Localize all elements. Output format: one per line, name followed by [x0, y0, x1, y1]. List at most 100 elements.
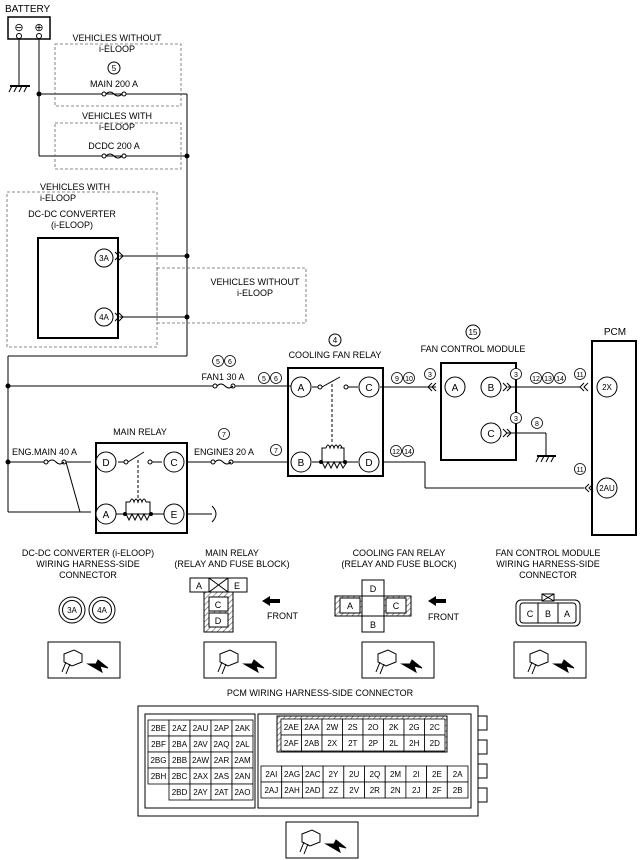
pcm-pin-cell: 2T — [342, 734, 364, 752]
conn-cooling-relay-title-1: COOLING FAN RELAY — [353, 548, 446, 558]
main-relay-box — [95, 442, 188, 534]
conn-fcm-pin-b: B — [545, 609, 551, 619]
pcm-pin-cell: 2H — [403, 734, 425, 752]
conn-main-relay-title-1: MAIN RELAY — [205, 548, 259, 558]
svg-text:2G: 2G — [409, 723, 420, 732]
svg-text:2K: 2K — [389, 723, 399, 732]
svg-text:2AF: 2AF — [284, 739, 299, 748]
group-with-1-line2: i-ELOOP — [99, 122, 135, 132]
svg-text:7: 7 — [222, 432, 226, 439]
conn-dcdc-title-2: WIRING HARNESS-SIDE — [36, 559, 140, 569]
conn-fcm-title-2: WIRING HARNESS-SIDE — [496, 559, 600, 569]
svg-text:2S: 2S — [348, 723, 358, 732]
circled-relay-d: 12 — [390, 445, 402, 457]
conn-dcdc-title-1: DC-DC CONVERTER (i-ELOOP) — [22, 548, 154, 558]
svg-text:2J: 2J — [412, 786, 420, 795]
circled-relay-d: 14 — [402, 445, 414, 457]
pcm-pin-cell: 2Q — [364, 765, 386, 783]
pcm-pin-cell: 2BA — [168, 735, 191, 753]
pcm-pin-cell: 2AF — [280, 734, 302, 752]
svg-text:3: 3 — [514, 372, 518, 379]
power-wires — [7, 39, 584, 515]
svg-text:2W: 2W — [326, 723, 338, 732]
main-relay-terminal-a: A — [103, 510, 110, 521]
svg-text:2AW: 2AW — [192, 756, 209, 765]
svg-text:2AS: 2AS — [214, 772, 229, 781]
svg-text:2AY: 2AY — [193, 788, 208, 797]
pcm-pin-cell: 2AK — [231, 719, 254, 737]
svg-text:2I: 2I — [413, 770, 420, 779]
pcm-pin-cell: 2AH — [281, 781, 303, 799]
pcm-pin-cell: 2AG — [281, 765, 303, 783]
pcm-pin-cell: 2AX — [189, 767, 212, 785]
conn-dcdc-pin-4a: 4A — [97, 606, 107, 615]
pcm-pin-cell: 2AS — [210, 767, 233, 785]
main-relay-terminal-d: D — [102, 458, 109, 469]
pcm-pin-cell: 2I — [405, 765, 427, 783]
pcm-pin-cell: 2AA — [301, 718, 323, 736]
fuse-dcdc-label: DCDC 200 A — [88, 141, 140, 151]
battery: BATTERY ⊖ ⊕ — [5, 4, 51, 40]
conn-fcm-title-3: CONNECTOR — [519, 570, 577, 580]
conn-cooling-relay-pin-c: C — [393, 601, 400, 611]
svg-text:11: 11 — [576, 372, 583, 379]
group-with-2-line2: i-ELOOP — [40, 193, 76, 203]
pcm-box — [591, 340, 637, 536]
svg-text:2H: 2H — [409, 739, 419, 748]
svg-text:3: 3 — [428, 372, 432, 379]
conn-cooling-relay-front: FRONT — [428, 612, 459, 622]
battery-neg-terminal: ⊖ — [14, 22, 23, 34]
svg-text:2AE: 2AE — [284, 723, 299, 732]
pcm-pin-cell: 2Z — [322, 781, 345, 799]
pcm-pin-cell: 2E — [426, 765, 448, 783]
pcm-pin-cell: 2BH — [147, 767, 170, 785]
pcm-pin-cell: 2AQ — [210, 735, 233, 753]
svg-text:2X: 2X — [327, 739, 337, 748]
main-relay-terminal-e: E — [171, 510, 178, 521]
cooling-fan-relay-internals — [312, 376, 358, 470]
svg-text:12: 12 — [392, 449, 400, 456]
conn-main-relay-title-2: (RELAY AND FUSE BLOCK) — [174, 559, 289, 569]
conn-main-relay-front: FRONT — [267, 611, 298, 621]
pcm-pin-cell: 2BG — [147, 751, 170, 769]
fuse-symbols — [43, 91, 236, 465]
circled-fcm-a: 3 — [424, 368, 436, 380]
circled-fcm-b: 3 — [510, 368, 522, 380]
svg-text:3: 3 — [514, 416, 518, 423]
circled-pcm-2au: 11 — [574, 463, 586, 475]
group-without-2-line1: VEHICLES WITHOUT — [210, 277, 300, 287]
conn-cooling-relay-pin-a: A — [347, 601, 353, 611]
circled-fcm-gnd: 8 — [531, 417, 543, 429]
connector-plug-icon — [47, 641, 121, 679]
conn-cooling-relay-pin-d: D — [370, 584, 377, 594]
group-with-1-line1: VEHICLES WITH — [82, 111, 152, 121]
svg-text:2E: 2E — [432, 770, 442, 779]
cooling-fan-relay-title: COOLING FAN RELAY — [289, 350, 382, 360]
pcm-pin-cell: 2R — [364, 781, 386, 799]
circled-pcm-2x: 11 — [574, 368, 586, 380]
svg-text:2AP: 2AP — [214, 724, 229, 733]
pcm-pin-cell: 2BC — [168, 767, 191, 785]
battery-pos-terminal: ⊕ — [34, 22, 43, 34]
pcm-pin-cell: 2S — [342, 718, 364, 736]
svg-text:12: 12 — [532, 376, 540, 383]
circled-relay-out: 9 — [391, 372, 403, 384]
svg-text:2BG: 2BG — [150, 756, 166, 765]
svg-text:6: 6 — [228, 359, 232, 366]
pcm-pin-cell: 2AC — [301, 765, 324, 783]
svg-text:2AI: 2AI — [265, 770, 277, 779]
circled-fan1-line: 6 — [270, 372, 282, 384]
svg-text:14: 14 — [404, 449, 412, 456]
conn-cooling-relay-title-2: (RELAY AND FUSE BLOCK) — [341, 559, 456, 569]
dcdc-terminal-3a: 3A — [99, 254, 109, 263]
pcm-pin-cell: 2AZ — [168, 719, 191, 737]
battery-ground — [8, 39, 30, 93]
splice-points — [5, 91, 190, 465]
circled-fan1-top: 5 — [212, 355, 224, 367]
svg-text:2C: 2C — [430, 723, 440, 732]
svg-text:2F: 2F — [432, 786, 441, 795]
conn-pcm-title: PCM WIRING HARNESS-SIDE CONNECTOR — [227, 688, 414, 698]
svg-text:2R: 2R — [370, 786, 380, 795]
svg-text:2AL: 2AL — [235, 740, 250, 749]
